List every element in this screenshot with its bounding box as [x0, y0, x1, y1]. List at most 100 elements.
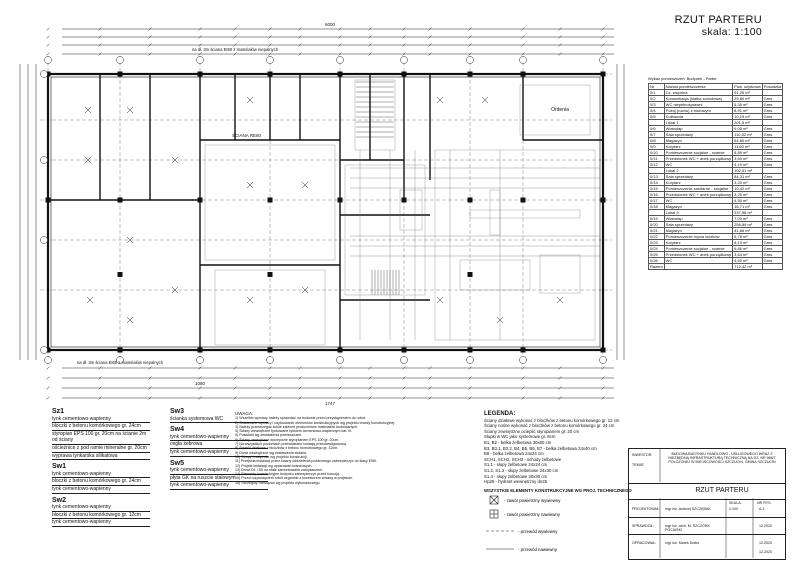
- note-line: 11) Przejścia instalacji przez ściany od…: [235, 459, 378, 464]
- axis-bubble: [44, 356, 52, 364]
- dim-tick: [558, 376, 562, 380]
- note-line: 9) Drzwi wewnętrzne wg zestawienia stola…: [235, 450, 308, 455]
- dim-tick: [428, 52, 432, 56]
- column: [600, 347, 606, 353]
- dim-tick: [601, 376, 605, 380]
- dim-tick: [468, 52, 472, 56]
- table-cell: Przedsionek WC + anek porządkowy: [663, 191, 734, 198]
- axis-bubble: [40, 346, 48, 354]
- notes-header: UWAGA:: [235, 411, 254, 416]
- dim-tick: [98, 386, 102, 390]
- dim-tick: [98, 396, 102, 400]
- vent-cross: [86, 296, 94, 304]
- dim-tick: [198, 52, 202, 56]
- legend-line: S1.1 - słupy żelbetowe 24x24 cm: [484, 462, 548, 468]
- legend-line: B1, B2 - belka żelbetowa 30x60 cm: [484, 439, 552, 445]
- exhaust-valve-symbol: [489, 496, 499, 505]
- column: [197, 71, 203, 77]
- dim-tick: [233, 366, 237, 370]
- tb-designed-label: PROJEKTOWAŁ:: [632, 507, 660, 511]
- wall-code: Sw4: [170, 426, 185, 434]
- dim-tick: [428, 386, 432, 390]
- legend-symbols: - zawór powietrzny wywiewny - zawór powi…: [486, 496, 561, 552]
- dim-tick: [268, 27, 272, 31]
- dim-tick: [233, 376, 237, 380]
- dim-tick: [233, 396, 237, 400]
- wall-layer: tynk cementowo-wapienny: [52, 416, 150, 424]
- dim-tick: [368, 43, 372, 47]
- axis-bubble: [519, 56, 527, 64]
- dim-tick: [368, 386, 372, 390]
- dim-tick: [338, 27, 342, 31]
- drawing-scale: skala: 1:100: [701, 26, 762, 38]
- column: [337, 347, 343, 353]
- opening-note-top: na dł. 3m ściana EI60 z materiałów niepa…: [192, 47, 279, 52]
- dim-tick: [298, 27, 302, 31]
- vent-cross: [556, 296, 564, 304]
- wall-layer: bloczki z betonu komórkowego gr. 12cm: [52, 512, 150, 520]
- wall-layer: bloczki z betonu komórkowego gr. 24cm: [52, 423, 150, 431]
- dim-tick: [46, 27, 50, 31]
- dim-tick: [198, 366, 202, 370]
- dim-tick: [402, 366, 406, 370]
- tb-architect-3: mgr inż. Marek Dutko: [665, 541, 700, 545]
- dim-tick: [402, 396, 406, 400]
- dim-tick: [601, 386, 605, 390]
- dim-tick: [46, 43, 50, 47]
- wall-code: Sw5: [170, 459, 185, 467]
- tb-topic-label: TEMAT:: [632, 463, 645, 467]
- dim-tick: [521, 386, 525, 390]
- dim-tick: [521, 43, 525, 47]
- dim-tick: [268, 52, 272, 56]
- axis-bubble: [336, 56, 344, 64]
- dim-tick: [46, 366, 50, 370]
- dim-tick: [268, 366, 272, 370]
- dim-tick: [428, 376, 432, 380]
- dim-tick: [368, 27, 372, 31]
- wall-layer: tynk cementowo-wapienny: [52, 519, 150, 527]
- table-cell: Pomieszczenie socjalne - szatnie: [663, 149, 734, 156]
- column: [117, 272, 123, 277]
- dim-tick: [46, 376, 50, 380]
- symbol-label: - zawór powietrzny wywiewny: [504, 498, 561, 503]
- column: [45, 347, 51, 353]
- dim-total-top: 6000: [325, 22, 336, 27]
- dim-tick: [46, 52, 50, 56]
- note-line: 4) Ściany wewnętrzne tynkowane tynkiem c…: [235, 429, 353, 434]
- tb-drawn-label: OPRACOWAŁ:: [632, 541, 657, 545]
- note-line: 14) Elementy konstrukcyjne budynku zabez…: [235, 472, 340, 477]
- dim-tick: [402, 43, 406, 47]
- axis-bubble: [519, 356, 527, 364]
- notes-block: UWAGA: 1) Wszelkie wymiary należy sprawd…: [235, 411, 467, 485]
- table-cell: 712,42 m²: [732, 263, 763, 270]
- axis-bubble: [116, 56, 124, 64]
- column: [467, 347, 473, 353]
- dim-tick: [233, 35, 237, 39]
- dim-tick: [428, 43, 432, 47]
- axis-bubble: [40, 156, 48, 164]
- wall-code: Sz1: [52, 408, 65, 415]
- dim-tick: [338, 366, 342, 370]
- dim-tick: [521, 366, 525, 370]
- title-block-lines: [659, 448, 754, 558]
- vent-cross: [481, 96, 489, 104]
- vent-cross: [246, 181, 254, 189]
- legend-line: Ściany zewnętrzne ocieplić styropianem g…: [484, 428, 580, 434]
- dim-tick: [298, 52, 302, 56]
- dim-tick: [521, 27, 525, 31]
- dim-tick: [428, 396, 432, 400]
- note-line: 3) Należy przestrzegać ściśle zaleceń pr…: [235, 424, 359, 429]
- dim-tick: [601, 396, 605, 400]
- vent-cross: [301, 181, 309, 189]
- vent-cross: [126, 106, 134, 114]
- tb-investor-label: INWESTOR:: [632, 453, 653, 457]
- wall-layer: wyprawa tynkarska silikatowa: [52, 453, 150, 461]
- tb-scale-label: SKALA:: [729, 501, 742, 505]
- dim-tick: [46, 396, 50, 400]
- dim-tick: [198, 376, 202, 380]
- axis-bubble: [266, 56, 274, 64]
- column: [197, 197, 203, 203]
- dim-tick: [338, 396, 342, 400]
- dim-tick: [298, 43, 302, 47]
